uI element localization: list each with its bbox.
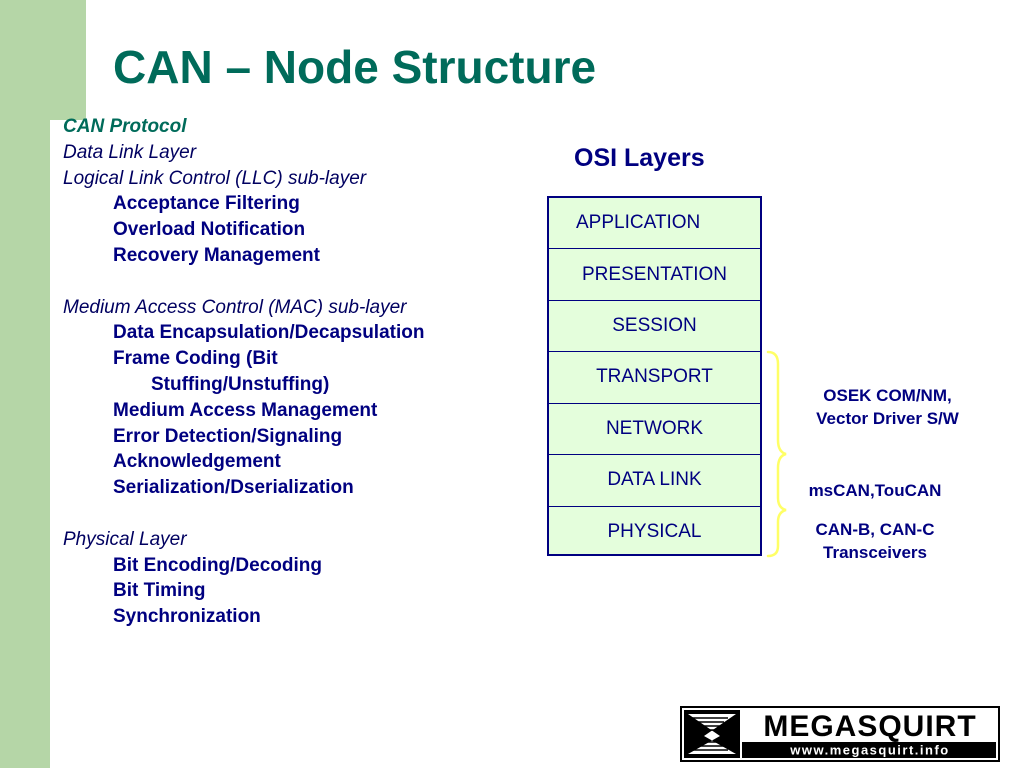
annotation-transceivers-line1: CAN-B, CAN-C — [815, 520, 935, 539]
outline-line: Acknowledgement — [113, 451, 281, 473]
outline-line: Error Detection/Signaling — [113, 425, 343, 447]
osi-layer-presentation: PRESENTATION — [549, 249, 760, 301]
annotation-osek-line1: OSEK COM/NM, — [823, 386, 952, 405]
osi-layer-physical: PHYSICAL — [607, 521, 702, 543]
outline-line: Medium Access Control (MAC) sub-layer — [63, 296, 407, 318]
osi-layer-session: SESSION — [549, 301, 760, 353]
annotation-mscan: msCAN,TouCAN — [808, 481, 942, 500]
logo-url: www.megasquirt.info — [789, 743, 949, 758]
annotation-transceivers-line2: Transceivers — [823, 543, 927, 562]
outline-line: Logical Link Control (LLC) sub-layer — [63, 167, 367, 189]
annotation-transceivers: CAN-B, CAN-C Transceivers — [790, 518, 960, 564]
slide-title: CAN – Node Structure — [113, 41, 597, 93]
protocol-outline: CAN Protocol Data Link Layer Logical Lin… — [63, 114, 533, 630]
annotation-osek-line2: Vector Driver S/W — [816, 409, 959, 428]
outline-line: Acceptance Filtering — [113, 193, 300, 215]
outline-line — [63, 501, 533, 527]
outline-line: Data Link Layer — [63, 141, 197, 163]
outline-line: Medium Access Management — [113, 399, 378, 421]
osi-layers-title: OSI Layers — [574, 144, 705, 172]
outline-line: Serialization/Dserialization — [113, 477, 354, 499]
outline-line: Synchronization — [113, 606, 261, 628]
osi-layer-network: NETWORK — [549, 404, 760, 456]
layer-grouping-brace — [766, 350, 787, 558]
osi-layer-transport: TRANSPORT — [549, 352, 760, 404]
outline-line: Overload Notification — [113, 219, 306, 241]
outline-line: Physical Layer — [63, 528, 187, 550]
annotation-osek: OSEK COM/NM, Vector Driver S/W — [790, 384, 985, 430]
logo-emblem-icon — [684, 710, 740, 758]
osi-layer-application: APPLICATION — [549, 198, 760, 250]
outline-line: Bit Encoding/Decoding — [113, 554, 322, 576]
osi-layer-stack: APPLICATION PRESENTATION SESSION TRANSPO… — [547, 196, 762, 556]
outline-line: Bit Timing — [113, 580, 206, 602]
outline-line: CAN Protocol — [63, 116, 187, 137]
outline-line: Stuffing/Unstuffing) — [151, 373, 330, 395]
outline-line: Recovery Management — [113, 244, 320, 266]
logo-wordmark: MEGASQUIRT — [763, 710, 976, 743]
megasquirt-logo: MEGASQUIRT www.megasquirt.info — [680, 706, 1000, 762]
decorative-top-bar — [0, 0, 86, 120]
outline-line: Data Encapsulation/Decapsulation — [113, 322, 425, 344]
decorative-left-bar — [0, 120, 50, 768]
osi-layer-data-link: DATA LINK — [549, 455, 760, 507]
outline-line — [63, 269, 533, 295]
outline-line: Frame Coding (Bit — [113, 348, 278, 370]
